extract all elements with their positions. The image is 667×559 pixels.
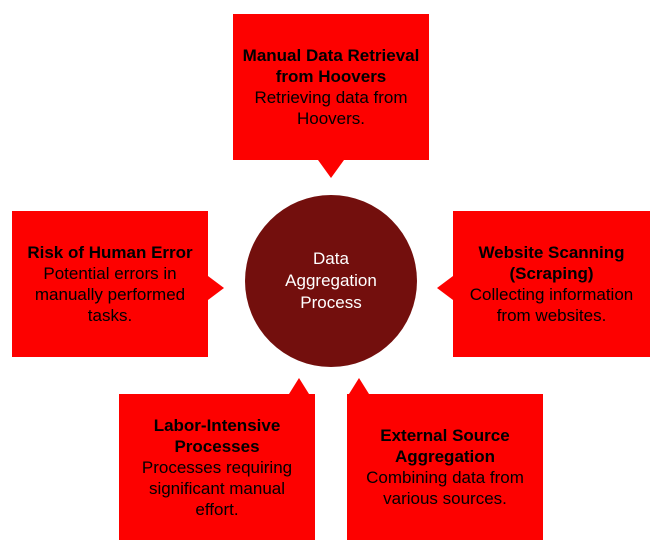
node-title: Website Scanning (Scraping)	[478, 243, 625, 283]
node-title: Risk of Human Error	[27, 243, 193, 262]
node-labor-intensive-processes: Labor-Intensive Processes Processes requ…	[119, 394, 315, 540]
node-external-source-aggregation: External Source Aggregation Combining da…	[347, 394, 543, 540]
node-title: External Source Aggregation	[380, 426, 510, 466]
node-title: Manual Data Retrieval from Hoovers	[242, 46, 420, 86]
node-description: Processes requiring significant manual e…	[141, 457, 293, 519]
node-manual-data-retrieval: Manual Data Retrieval from Hoovers Retri…	[233, 14, 429, 160]
arrow-to-center	[437, 276, 453, 300]
node-risk-of-human-error: Risk of Human Error Potential errors in …	[12, 211, 208, 357]
node-description: Combining data from various sources.	[366, 468, 524, 508]
node-description: Retrieving data from Hoovers.	[254, 88, 408, 128]
arrow-to-center	[208, 276, 224, 300]
arrow-to-center	[318, 160, 344, 178]
node-description: Potential errors in manually performed t…	[34, 264, 186, 325]
node-description: Collecting information from websites.	[469, 285, 634, 325]
arrow-to-center	[349, 378, 369, 394]
center-label: Data Aggregation Process	[285, 249, 377, 312]
arrow-to-center	[289, 378, 309, 394]
center-circle: Data Aggregation Process	[245, 195, 417, 367]
node-website-scanning: Website Scanning (Scraping) Collecting i…	[453, 211, 650, 357]
node-title: Labor-Intensive Processes	[153, 415, 281, 456]
